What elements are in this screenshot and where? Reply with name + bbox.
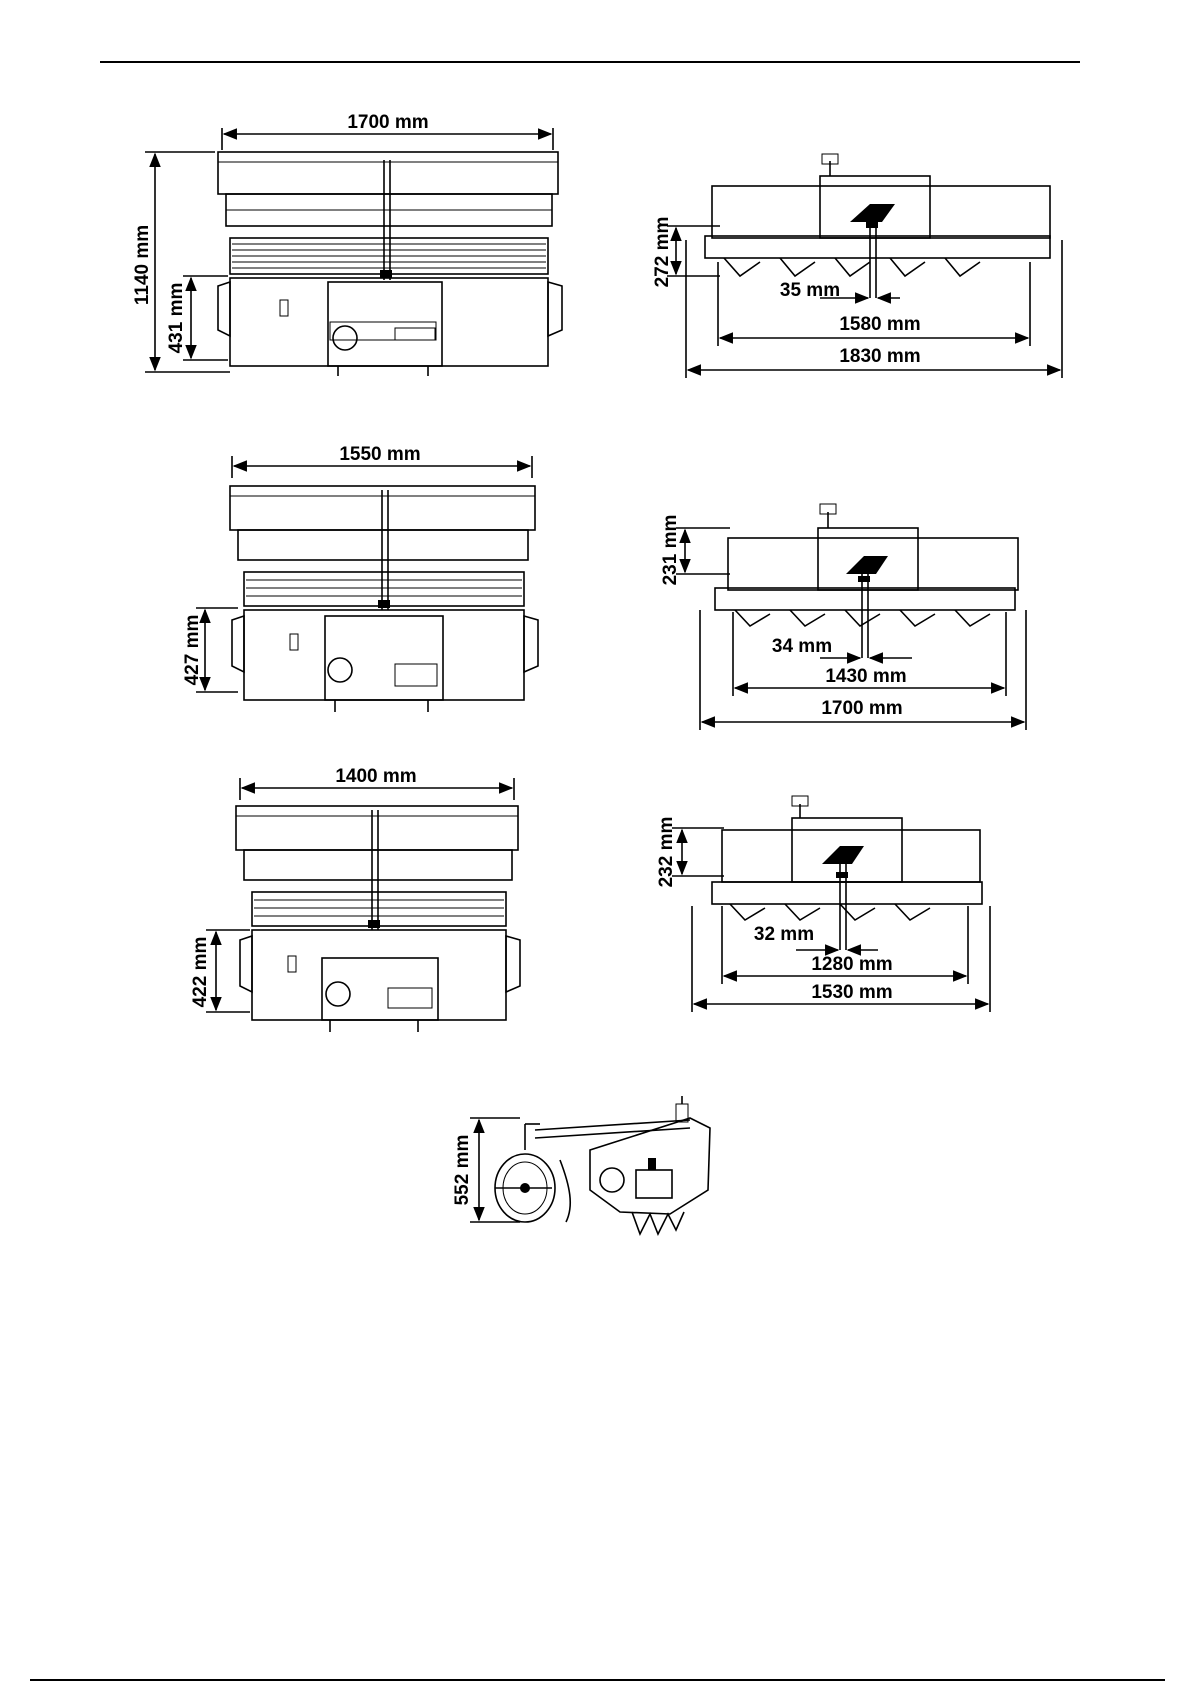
side-view-1700: 231 mm 34 mm 1430 mm 1700 mm [660,504,1026,730]
offset-dimension-35: 35 mm [780,280,840,301]
height-dimension-231: 231 mm [660,515,681,586]
hitch-dimension-431: 431 mm [166,283,187,354]
height-dimension-232: 232 mm [656,817,677,888]
front-view-1700: 1700 mm 1140 mm 431 mm [132,112,562,376]
side-view-1530: 232 mm 32 mm 1280 mm 1530 mm [656,796,990,1012]
offset-dimension-34: 34 mm [772,636,832,657]
width-dimension-1700: 1700 mm [347,112,428,133]
width-dimension-1550: 1550 mm [339,444,420,465]
profile-view-552: 552 mm [452,1096,710,1234]
overall-dimension-1700: 1700 mm [821,698,902,719]
track-dimension-1430: 1430 mm [825,666,906,687]
height-dimension-272: 272 mm [652,217,673,288]
height-dimension-1140: 1140 mm [132,225,153,305]
width-dimension-1400: 1400 mm [335,766,416,787]
offset-dimension-32: 32 mm [754,924,814,945]
front-view-1400: 1400 mm 422 mm [190,766,520,1032]
overall-dimension-1530: 1530 mm [811,982,892,1003]
track-dimension-1280: 1280 mm [811,954,892,975]
height-dimension-552: 552 mm [452,1135,473,1206]
side-view-1830: 272 mm 35 mm 1580 mm 1830 mm [652,154,1062,378]
front-view-1550: 1550 mm 427 mm [182,444,538,712]
track-dimension-1580: 1580 mm [839,314,920,335]
hitch-dimension-427: 427 mm [182,615,203,686]
overall-dimension-1830: 1830 mm [839,346,920,367]
hitch-dimension-422: 422 mm [190,937,211,1008]
